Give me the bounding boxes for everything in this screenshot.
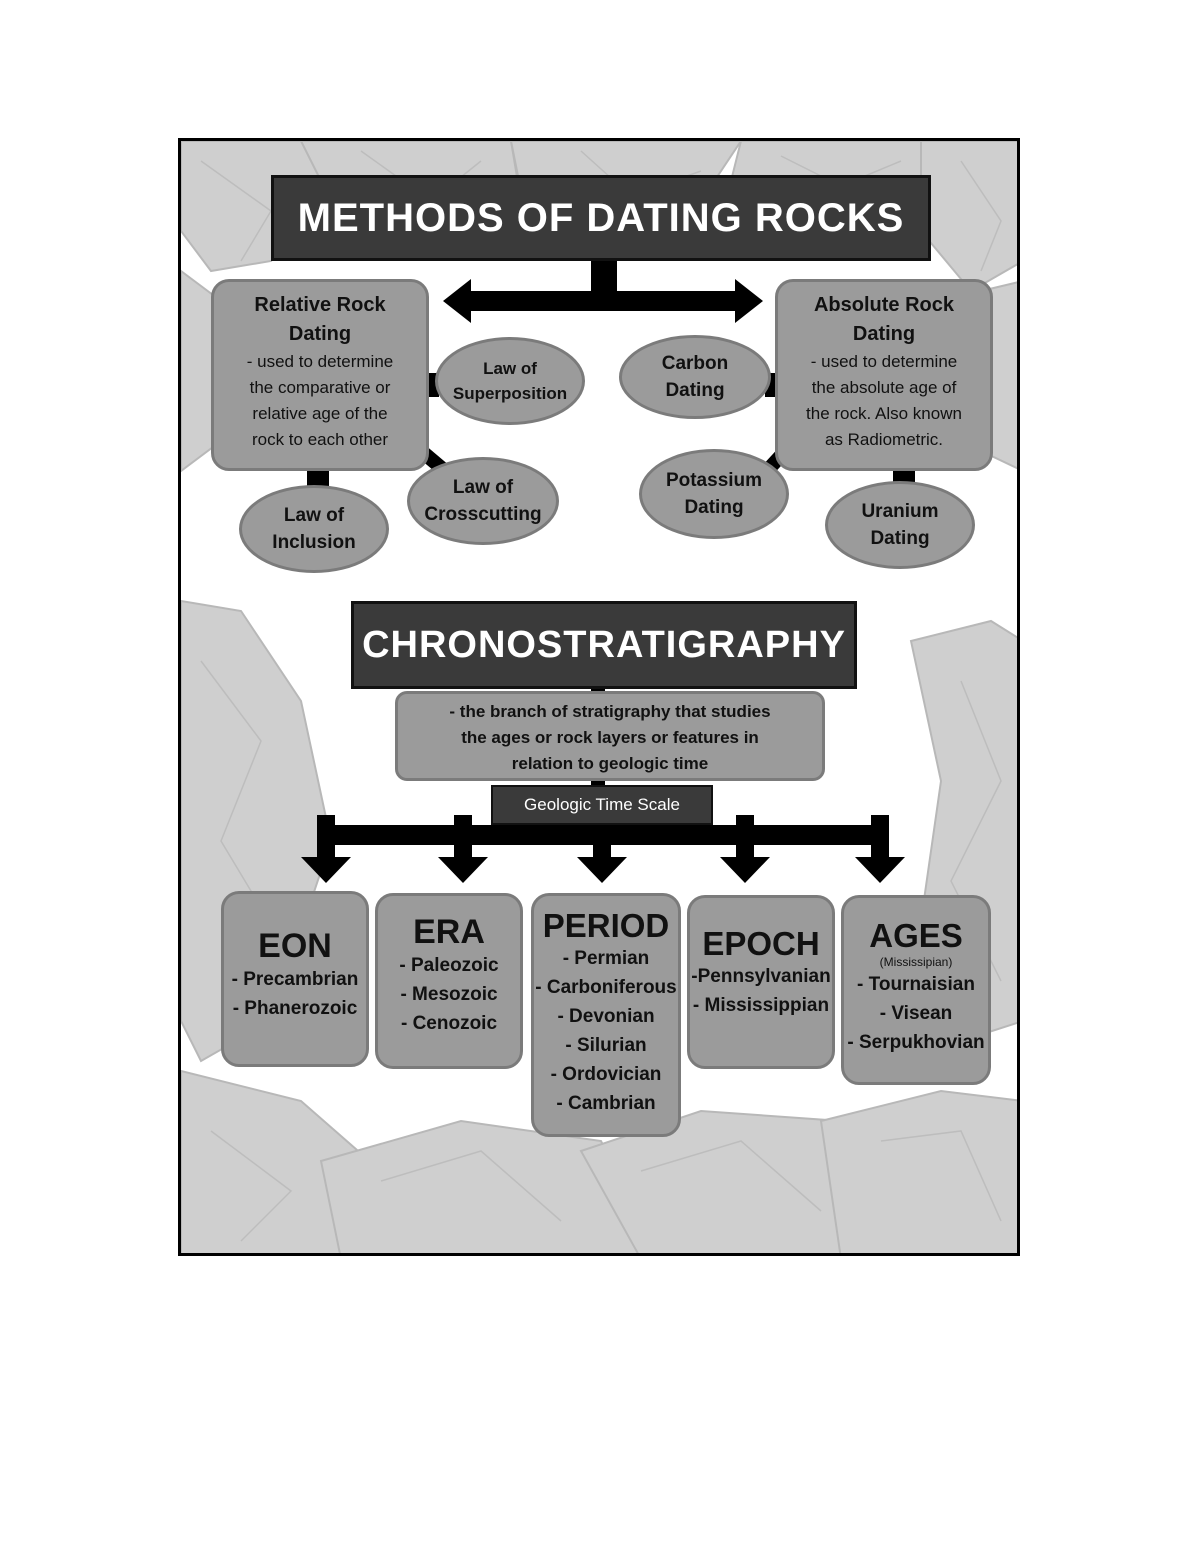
ages-item-2: - Visean — [879, 1003, 953, 1025]
relative-dating-box: Relative Rock Dating - used to determine… — [211, 279, 429, 471]
epoch-title: EPOCH — [702, 925, 820, 962]
ages-box: AGES (Mississipian) - Tournaisian - Vise… — [841, 895, 991, 1085]
double-arrow-connector — [443, 279, 763, 323]
era-item-1: - Paleozoic — [399, 955, 499, 977]
superposition-line-2: Superposition — [452, 384, 568, 403]
period-item-3: - Devonian — [557, 1006, 655, 1028]
chrono-description-box: - the branch of stratigraphy that studie… — [395, 691, 825, 781]
carbon-dating-oval: Carbon Dating — [619, 335, 771, 419]
potassium-line-2: Dating — [684, 497, 744, 518]
chrono-desc-1: - the branch of stratigraphy that studie… — [449, 702, 771, 721]
era-item-3: - Cenozoic — [400, 1013, 498, 1035]
chrono-desc-2: the ages or rock layers or features in — [461, 728, 759, 747]
category-arrows — [301, 815, 905, 883]
epoch-item-1: -Pennsylvanian — [691, 966, 831, 988]
era-box: ERA - Paleozoic - Mesozoic - Cenozoic — [375, 893, 523, 1069]
relative-desc-4: rock to each other — [251, 430, 389, 449]
absolute-desc-4: as Radiometric. — [824, 430, 944, 449]
era-title: ERA — [413, 913, 485, 951]
carbon-line-1: Carbon — [661, 353, 729, 374]
absolute-desc-1: - used to determine — [810, 352, 958, 371]
period-item-1: - Permian — [562, 948, 650, 970]
potassium-line-1: Potassium — [665, 470, 763, 491]
period-item-4: - Silurian — [565, 1035, 647, 1057]
epoch-box: EPOCH -Pennsylvanian - Mississippian — [687, 895, 835, 1069]
epoch-item-2: - Mississippian — [692, 995, 830, 1017]
ages-title: AGES — [869, 917, 963, 954]
era-item-2: - Mesozoic — [400, 984, 498, 1006]
superposition-line-1: Law of — [483, 359, 537, 378]
absolute-heading-2: Dating — [852, 323, 916, 345]
eon-item-1: - Precambrian — [231, 969, 359, 991]
title-stem-connector — [591, 259, 617, 297]
absolute-dating-box: Absolute Rock Dating - used to determine… — [775, 279, 993, 471]
period-box: PERIOD - Permian - Carboniferous - Devon… — [531, 893, 681, 1137]
chrono-desc-3: relation to geologic time — [511, 754, 709, 773]
period-item-5: - Ordovician — [550, 1064, 662, 1086]
inclusion-connector — [307, 469, 329, 489]
crosscutting-line-1: Law of — [452, 477, 514, 498]
law-superposition-oval: Law of Superposition — [435, 337, 585, 425]
potassium-dating-oval: Potassium Dating — [639, 449, 789, 539]
law-crosscutting-oval: Law of Crosscutting — [407, 457, 559, 545]
relative-heading-1: Relative Rock — [254, 294, 386, 316]
period-item-2: - Carboniferous — [535, 977, 677, 999]
uranium-line-1: Uranium — [861, 501, 939, 522]
inclusion-line-1: Law of — [283, 505, 345, 526]
ages-note: (Mississipian) — [879, 955, 953, 970]
period-item-6: - Cambrian — [556, 1093, 656, 1115]
eon-box: EON - Precambrian - Phanerozoic — [221, 891, 369, 1067]
inclusion-line-2: Inclusion — [272, 532, 356, 553]
methods-title: METHODS OF DATING ROCKS — [271, 175, 931, 261]
chrono-title: CHRONOSTRATIGRAPHY — [351, 601, 857, 689]
carbon-line-2: Dating — [665, 380, 725, 401]
relative-desc-3: relative age of the — [252, 404, 388, 423]
relative-desc-2: the comparative or — [249, 378, 391, 397]
law-inclusion-oval: Law of Inclusion — [239, 485, 389, 573]
ages-item-1: - Tournaisian — [857, 974, 975, 996]
uranium-dating-oval: Uranium Dating — [825, 481, 975, 569]
eon-item-2: - Phanerozoic — [232, 998, 358, 1020]
absolute-desc-2: the absolute age of — [811, 378, 957, 397]
period-title: PERIOD — [542, 907, 670, 944]
relative-desc-1: - used to determine — [246, 352, 394, 371]
absolute-heading-1: Absolute Rock — [813, 294, 955, 316]
geologic-time-scale-label: Geologic Time Scale — [491, 785, 713, 825]
absolute-desc-3: the rock. Also known — [806, 404, 962, 423]
eon-title: EON — [258, 927, 332, 965]
crosscutting-line-2: Crosscutting — [424, 504, 542, 525]
uranium-line-2: Dating — [870, 528, 930, 549]
ages-item-3: - Serpukhovian — [847, 1032, 985, 1054]
relative-heading-2: Dating — [288, 323, 352, 345]
poster-frame: METHODS OF DATING ROCKS Relative Rock Da… — [178, 138, 1020, 1256]
